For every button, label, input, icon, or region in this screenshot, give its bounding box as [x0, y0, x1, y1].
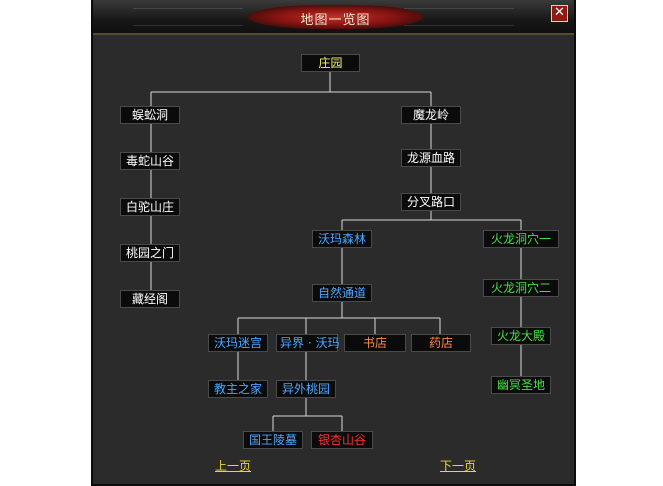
node-dushe-valley[interactable]: 毒蛇山谷 — [120, 152, 180, 170]
title-bar[interactable]: 地图一览图 ✕ — [93, 0, 574, 35]
node-underworld-holy-land[interactable]: 幽冥圣地 — [491, 376, 551, 394]
node-cult-leader-home[interactable]: 教主之家 — [208, 380, 268, 398]
node-nature-passage[interactable]: 自然通道 — [312, 284, 372, 302]
title-ornament-right — [404, 8, 514, 26]
node-fire-dragon-hall[interactable]: 火龙大殿 — [491, 327, 551, 345]
close-button[interactable]: ✕ — [551, 5, 568, 22]
map-overview-window: 地图一览图 ✕ — [91, 0, 576, 486]
connector-lines — [150, 72, 522, 432]
node-pharmacy[interactable]: 药店 — [411, 334, 471, 352]
window-title: 地图一览图 — [300, 13, 371, 28]
node-longyuan-road[interactable]: 龙源血路 — [401, 149, 461, 167]
node-taoyuan-gate[interactable]: 桃园之门 — [120, 244, 180, 262]
node-king-tomb[interactable]: 国王陵墓 — [243, 431, 303, 449]
node-wugong-cave[interactable]: 蜈蚣洞 — [120, 106, 180, 124]
node-fire-cave-2[interactable]: 火龙洞穴二 — [483, 279, 559, 297]
node-fire-cave-1[interactable]: 火龙洞穴一 — [483, 230, 559, 248]
node-fork-junction[interactable]: 分叉路口 — [401, 193, 461, 211]
title-ornament-left — [133, 8, 243, 26]
title-plate: 地图一览图 — [248, 5, 423, 29]
prev-page-link[interactable]: 上一页 — [215, 459, 252, 473]
node-cangjing-pavilion[interactable]: 藏经阁 — [120, 290, 180, 308]
node-bookstore[interactable]: 书店 — [344, 334, 406, 352]
node-woma-forest[interactable]: 沃玛森林 — [312, 230, 372, 248]
node-molong-ridge[interactable]: 魔龙岭 — [401, 106, 461, 124]
node-otherworld-woma[interactable]: 异界 · 沃玛 — [276, 334, 339, 352]
node-zhuangyuan[interactable]: 庄园 — [301, 54, 360, 72]
node-woma-maze[interactable]: 沃玛迷宫 — [208, 334, 268, 352]
node-bailuo-manor[interactable]: 白驼山庄 — [120, 198, 180, 216]
node-outer-peach-garden[interactable]: 异外桃园 — [276, 380, 336, 398]
node-ginkgo-valley[interactable]: 银杏山谷 — [311, 431, 373, 449]
next-page-link[interactable]: 下一页 — [440, 459, 477, 473]
close-icon: ✕ — [554, 5, 565, 20]
